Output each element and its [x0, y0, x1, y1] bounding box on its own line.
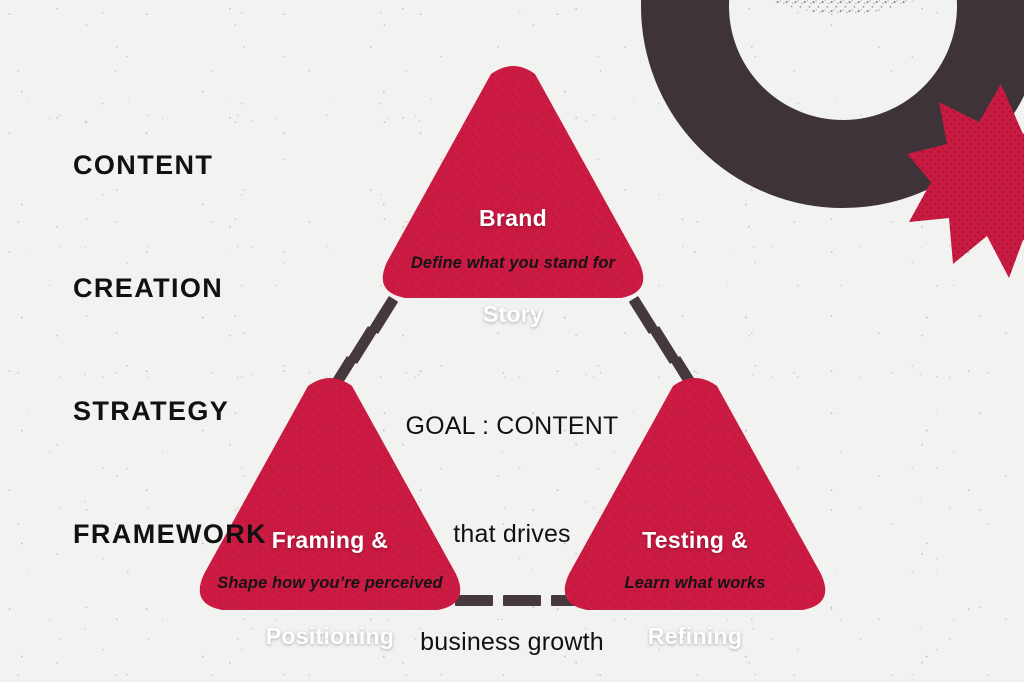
title-line-3: STRATEGY — [73, 396, 230, 426]
page-title: CONTENT CREATION STRATEGY FRAMEWORK — [73, 63, 267, 637]
pillar-caption: Shape how you’re perceived — [217, 574, 443, 592]
goal-statement: GOAL : CONTENT that drives business grow… — [352, 336, 672, 682]
pillar-caption: Learn what works — [624, 574, 766, 592]
goal-line-2: that drives — [453, 520, 571, 548]
pillar-title: Brand Story — [381, 138, 645, 394]
connector-dash — [503, 595, 541, 606]
pillar-brand-story[interactable]: Brand Story Define what you stand for — [381, 62, 645, 327]
pillar-title-line-1: Framing & — [271, 527, 389, 553]
pillar-title-line-1: Testing & — [642, 527, 748, 553]
pillar-title-line-2: Story — [482, 301, 544, 327]
title-line-2: CREATION — [73, 273, 224, 303]
triangle-shape — [382, 66, 644, 298]
pillar-caption: Define what you stand for — [410, 254, 616, 272]
pillar-title-line-2: Refining — [647, 623, 743, 649]
goal-line-1: GOAL : CONTENT — [405, 412, 619, 440]
pillar-title-line-2: Positioning — [265, 623, 395, 649]
title-line-4: FRAMEWORK — [73, 519, 268, 549]
pillar-framing-positioning[interactable]: Framing & Positioning Shape how you’re p… — [198, 374, 462, 649]
pillar-title: Framing & Positioning — [198, 460, 462, 682]
pillar-testing-refining[interactable]: Testing & Refining Learn what works — [563, 374, 827, 649]
goal-line-3: business growth — [420, 628, 604, 656]
title-line-1: CONTENT — [73, 150, 214, 180]
pillar-title: Testing & Refining — [563, 460, 827, 682]
pillar-title-line-1: Brand — [479, 205, 547, 231]
connector-dash — [455, 595, 493, 606]
triangle-shape — [564, 378, 826, 610]
starburst-icon — [907, 84, 1024, 278]
triangle-shape — [199, 378, 461, 610]
